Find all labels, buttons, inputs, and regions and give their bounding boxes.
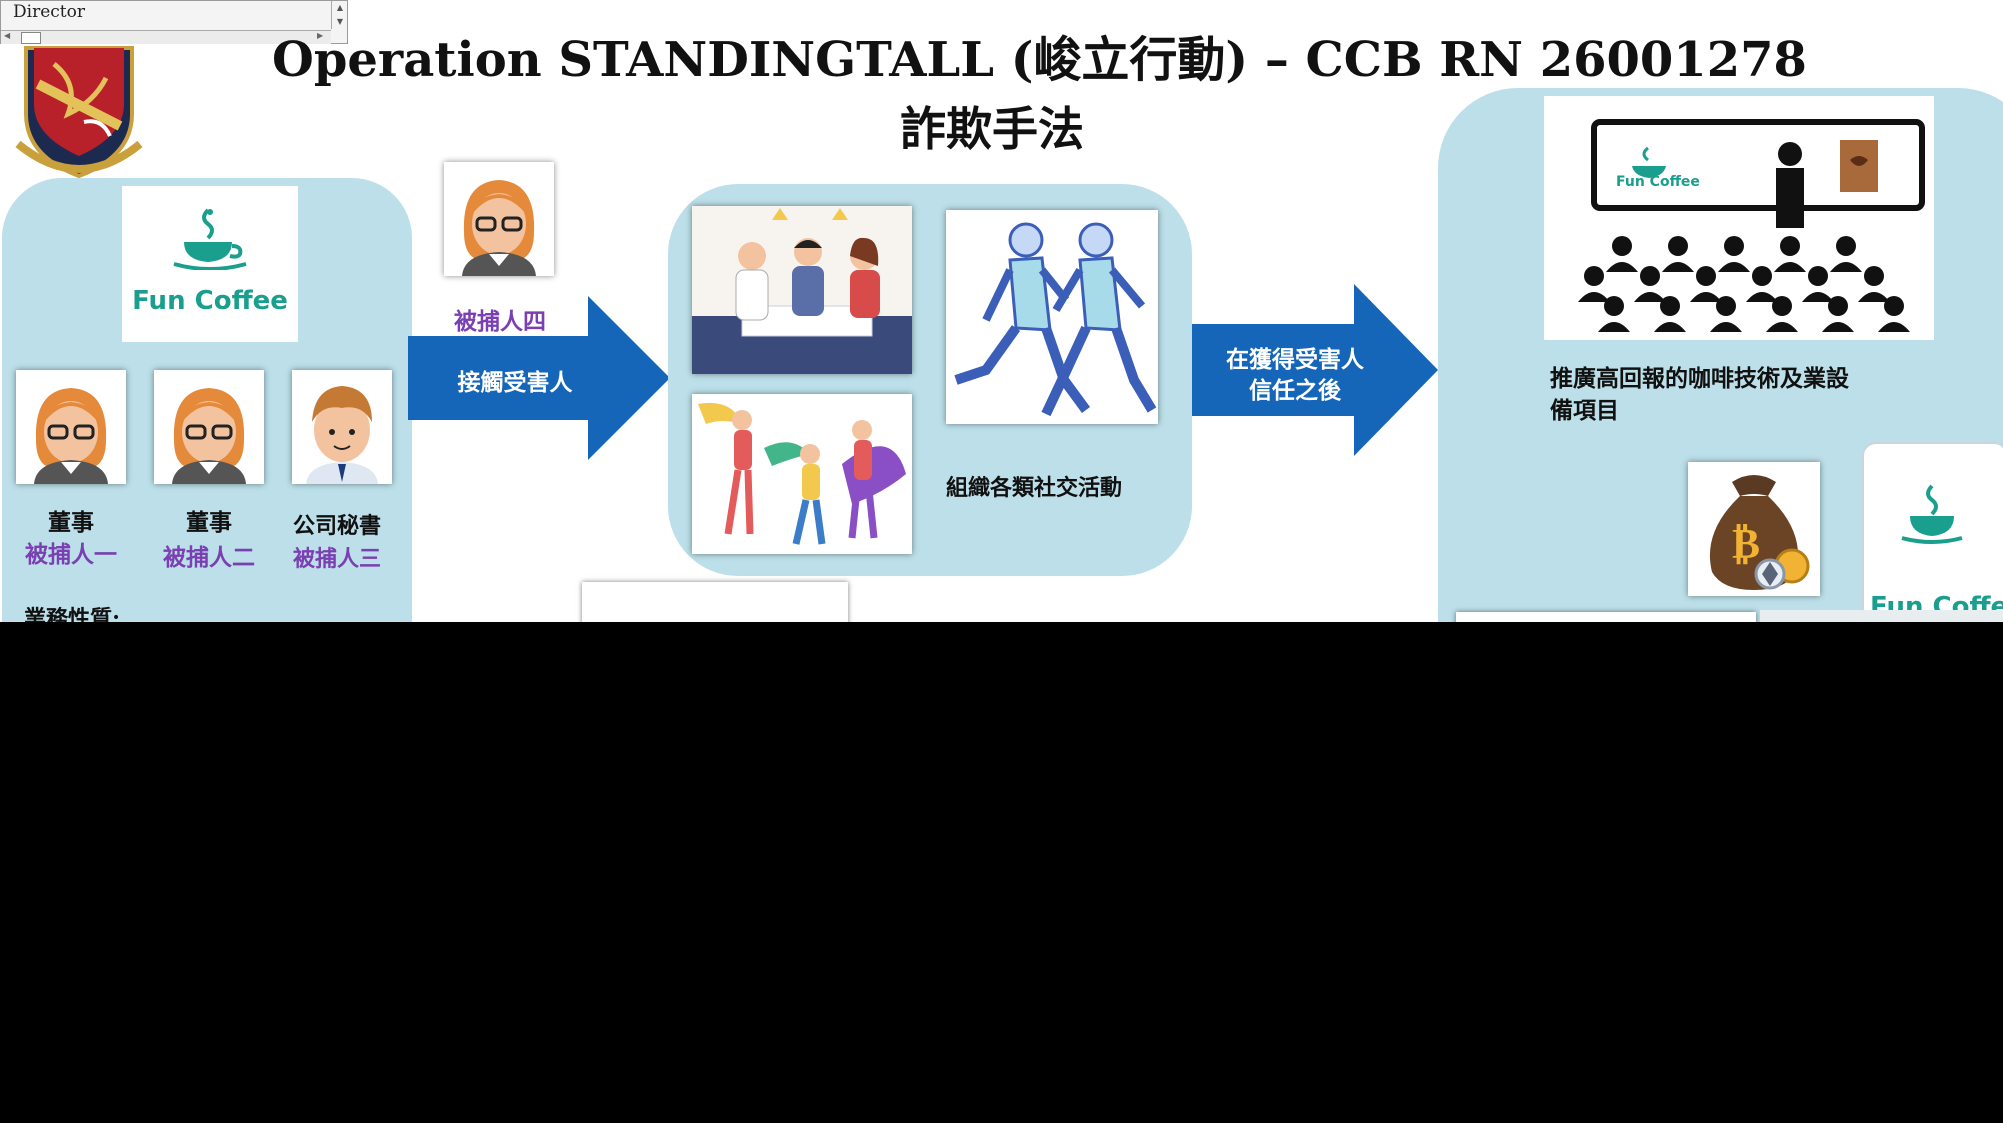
presentation-slide: Director ▲ ▼ ◀ ▶ Operation STANDINGTALL …: [0, 0, 2003, 622]
arrow-contact-victims: [408, 296, 670, 460]
field-text: Director: [13, 2, 85, 22]
horizontal-scrollbar[interactable]: ◀ ▶: [1, 30, 331, 44]
seminar-image: Fun Coffee: [1544, 96, 1934, 340]
dinner-gathering-image: [692, 206, 912, 374]
secretary-avatar: [292, 370, 392, 484]
woman-glasses-icon: [462, 180, 536, 276]
dancing-group-image: [692, 394, 912, 554]
person-2-role: 董事: [186, 509, 232, 536]
phone-coffee-cup-icon: [1901, 484, 1963, 544]
fun-coffee-logo-text: Fun Coffee: [132, 286, 288, 316]
arrestee-4-name: 被捕人四: [454, 308, 546, 335]
arrow-after-trust-line-2: 信任之後: [1249, 377, 1341, 404]
arrow-after-trust-line-1: 在獲得受害人: [1226, 346, 1364, 373]
slide-title: Operation STANDINGTALL (峻立行動) – CCB RN 2…: [272, 32, 1807, 88]
business-nature-label: 業務性質:: [24, 606, 121, 622]
director-2-avatar: [154, 370, 264, 484]
scroll-right-button[interactable]: ▶: [317, 31, 324, 40]
arrow-contact-victims-label: 接觸受害人: [457, 369, 573, 396]
scroll-left-button[interactable]: ◀: [4, 31, 11, 40]
field-overlay[interactable]: Director ▲ ▼ ◀ ▶: [0, 0, 348, 44]
woman-glasses-icon: [172, 388, 246, 484]
crest-logo: [15, 46, 143, 179]
seminar-presenter-icon: [1578, 119, 1925, 332]
arrow-after-trust: [1192, 284, 1438, 456]
promotion-caption-line-1: 推廣高回報的咖啡技術及業設: [1550, 365, 1849, 392]
social-activities-caption: 組織各類社交活動: [946, 475, 1123, 501]
seminar-screen-logo-text: Fun Coffee: [1616, 174, 1700, 190]
people-dining-icon: [692, 206, 912, 374]
scroll-thumb[interactable]: [21, 32, 41, 44]
phone-image: Fun Coffee: [1862, 442, 2003, 622]
fun-coffee-logo-card: Fun Coffee: [122, 186, 298, 342]
crypto-bag-icon: ₿: [1709, 475, 1810, 590]
promotion-caption-line-2: 備項目: [1550, 397, 1619, 424]
person-1-role: 董事: [48, 509, 94, 536]
bottom-card-partial: [582, 582, 848, 622]
scroll-up-button[interactable]: ▲: [331, 1, 348, 15]
woman-glasses-icon: [34, 388, 108, 484]
running-image: [946, 210, 1158, 424]
bottom-right-corner-box: [1760, 610, 2003, 622]
bottom-right-card-partial: [1456, 612, 1756, 622]
person-1-name: 被捕人一: [25, 541, 117, 568]
dancing-people-icon: [692, 394, 912, 554]
arrestee-4-avatar: [444, 162, 554, 276]
coffee-cup-icon: [173, 208, 247, 270]
person-3-role: 公司秘書: [292, 513, 381, 539]
director-1-avatar: [16, 370, 126, 484]
svg-text:₿: ₿: [1732, 519, 1760, 568]
person-3-name: 被捕人三: [292, 546, 381, 572]
slide-subtitle: 詐欺手法: [900, 102, 1084, 156]
scroll-down-button[interactable]: ▼: [331, 15, 348, 29]
person-2-name: 被捕人二: [163, 544, 255, 571]
man-avatar-icon: [306, 386, 378, 484]
crypto-money-bag-image: ₿: [1688, 462, 1820, 596]
runners-icon: [946, 210, 1158, 424]
